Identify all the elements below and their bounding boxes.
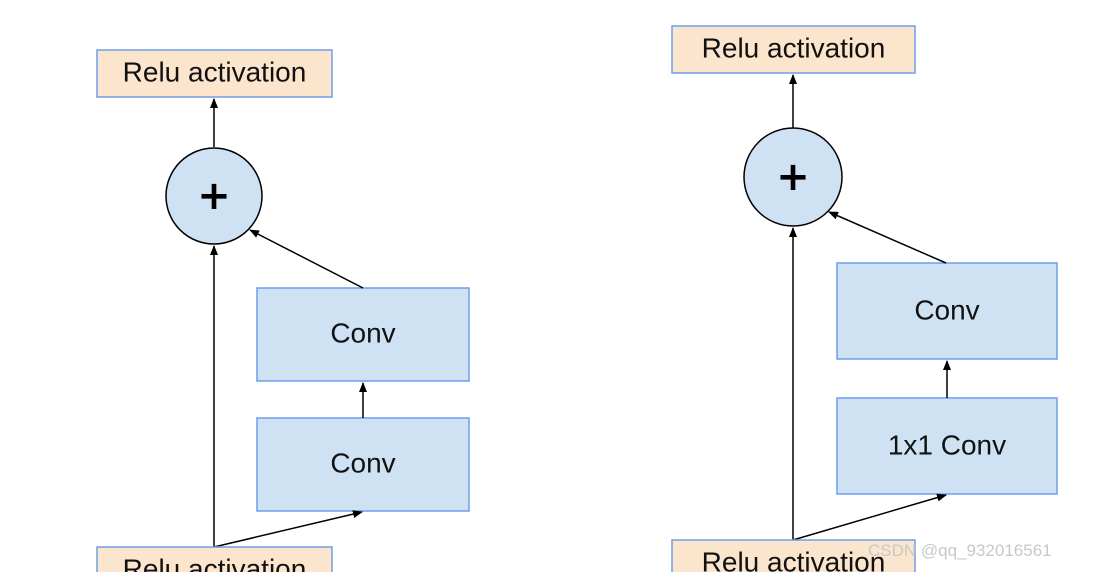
right-lower-conv-label: 1x1 Conv [888,429,1006,460]
left-lower-conv-label: Conv [330,447,395,478]
right-lower-conv-box: 1x1 Conv [836,397,1058,495]
right-top-relu-label: Relu activation [702,32,886,63]
right-top-relu-box: Relu activation [671,25,916,74]
right-bottom-relu-label: Relu activation [702,546,886,572]
right-add-node: + [743,127,843,227]
left-residual-block: Relu activation + Conv Conv [96,49,470,572]
left-upper-conv-box: Conv [256,287,470,382]
left-bottom-relu-label: Relu activation [123,553,307,572]
left-plus-icon: + [197,173,231,219]
right-arrow-input-to-conv [792,493,947,541]
left-arrow-input-to-conv [213,510,363,548]
right-upper-conv-label: Conv [914,294,979,325]
left-top-relu-label: Relu activation [123,56,307,87]
left-bottom-relu-box: Relu activation [96,546,333,572]
right-residual-block: Relu activation + Conv 1x1 Conv [671,25,1058,572]
left-add-node: + [165,147,263,245]
right-upper-conv-box: Conv [836,262,1058,360]
left-arrow-conv-to-add [249,229,364,289]
watermark-text: CSDN @qq_932016561 [868,541,1052,560]
left-top-relu-box: Relu activation [96,49,333,98]
right-plus-icon: + [776,154,810,200]
left-lower-conv-box: Conv [256,417,470,512]
left-upper-conv-label: Conv [330,317,395,348]
right-arrow-conv-to-add [828,211,947,264]
right-bottom-relu-box: Relu activation [671,539,916,572]
